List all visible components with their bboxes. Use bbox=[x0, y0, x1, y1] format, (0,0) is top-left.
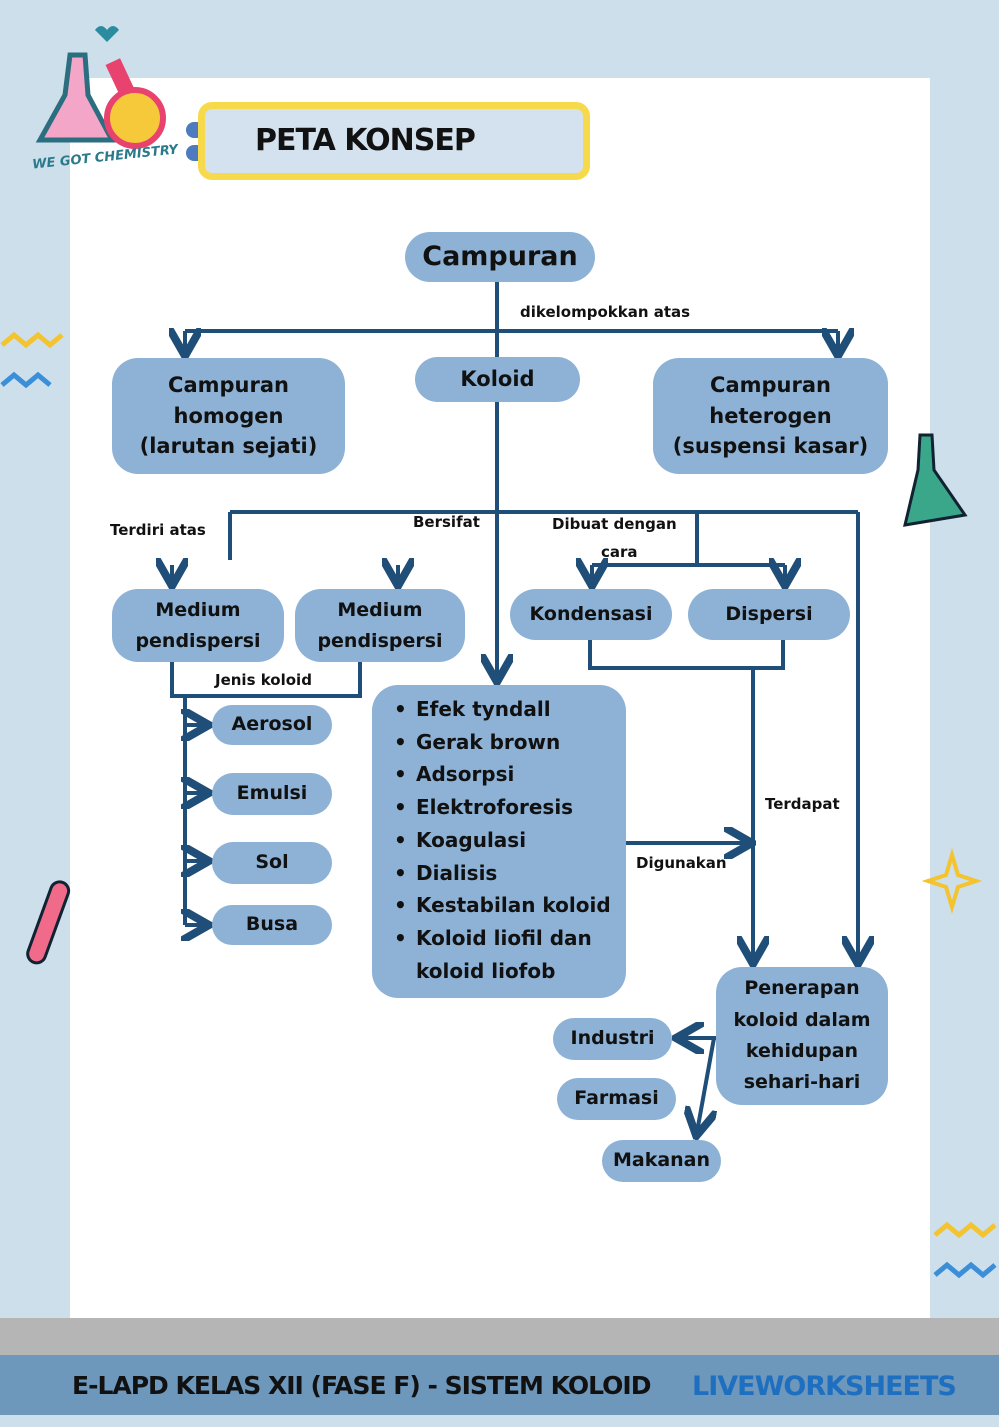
node-industri: Industri bbox=[553, 1018, 672, 1060]
torn-paper-decoration bbox=[0, 1318, 999, 1358]
node-medium-pendispersi-2: Medium pendispersi bbox=[295, 589, 465, 662]
footer: E-LAPD KELAS XII (FASE F) - SISTEM KOLOI… bbox=[0, 1355, 999, 1415]
node-campuran: Campuran bbox=[405, 232, 595, 282]
label-digunakan: Digunakan bbox=[636, 854, 727, 872]
node-sol: Sol bbox=[212, 842, 332, 884]
label-cara: cara bbox=[601, 543, 638, 561]
page-title: PETA KONSEP bbox=[255, 123, 476, 158]
node-campuran-homogen: Campuran homogen (larutan sejati) bbox=[112, 358, 345, 474]
label-terdiri-atas: Terdiri atas bbox=[110, 521, 206, 539]
label-terdapat: Terdapat bbox=[765, 795, 840, 813]
node-medium-pendispersi-1: Medium pendispersi bbox=[112, 589, 284, 662]
node-dispersi: Dispersi bbox=[688, 589, 850, 640]
node-kondensasi: Kondensasi bbox=[510, 589, 672, 640]
list-item: Elektroforesis bbox=[394, 791, 626, 824]
label-jenis-koloid: Jenis koloid bbox=[215, 671, 312, 689]
node-emulsi: Emulsi bbox=[212, 773, 332, 815]
footer-text: E-LAPD KELAS XII (FASE F) - SISTEM KOLOI… bbox=[72, 1371, 651, 1400]
label-dikelompokkan: dikelompokkan atas bbox=[520, 303, 691, 321]
list-item: Koagulasi bbox=[394, 824, 626, 857]
node-busa: Busa bbox=[212, 905, 332, 945]
list-item: Koloid liofil dan koloid liofob bbox=[394, 922, 626, 987]
node-sifat-koloid-list: Efek tyndall Gerak brown Adsorpsi Elektr… bbox=[372, 685, 626, 998]
list-item: Adsorpsi bbox=[394, 758, 626, 791]
node-campuran-heterogen: Campuran heterogen (suspensi kasar) bbox=[653, 358, 888, 474]
list-item: Efek tyndall bbox=[394, 693, 626, 726]
node-aerosol: Aerosol bbox=[212, 705, 332, 745]
title-banner: PETA KONSEP bbox=[198, 102, 590, 180]
node-makanan: Makanan bbox=[602, 1140, 721, 1182]
list-item: Gerak brown bbox=[394, 726, 626, 759]
node-penerapan: Penerapan koloid dalam kehidupan sehari-… bbox=[716, 967, 888, 1105]
node-koloid: Koloid bbox=[415, 357, 580, 402]
label-bersifat: Bersifat bbox=[413, 513, 480, 531]
label-dibuat-dengan: Dibuat dengan bbox=[552, 515, 677, 533]
list-item: Kestabilan koloid bbox=[394, 889, 626, 922]
node-farmasi: Farmasi bbox=[557, 1078, 676, 1120]
liveworksheets-logo[interactable]: LIVEWORKSHEETS bbox=[692, 1371, 957, 1402]
list-item: Dialisis bbox=[394, 857, 626, 890]
